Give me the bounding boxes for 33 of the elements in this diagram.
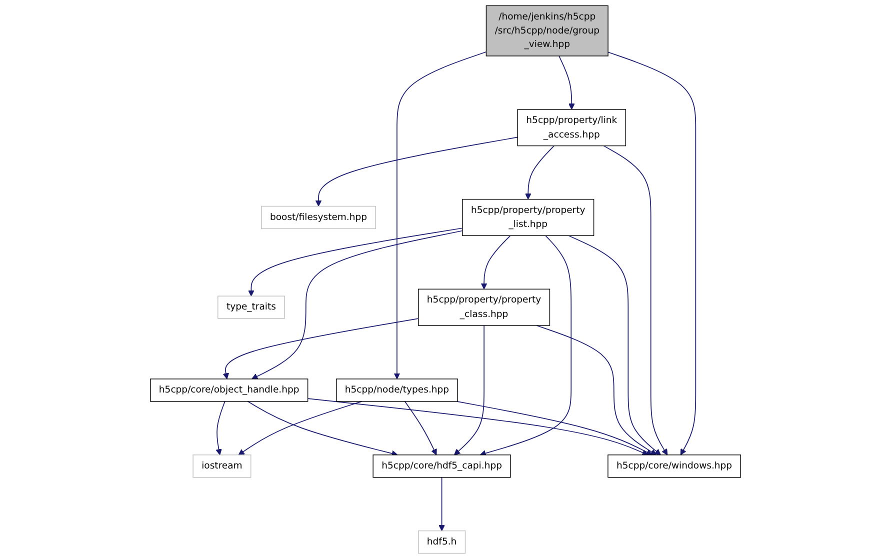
node-box: h5cpp/property/link _access.hpp [517,109,626,146]
arrow [307,398,648,456]
arrow [222,318,419,380]
arrow [456,401,652,456]
node-box: /home/jenkins/h5cpp /src/h5cpp/node/group _view.hpp [486,5,608,56]
arrow [480,235,572,456]
node-box: h5cpp/core/windows.hpp [608,454,741,478]
arrow [454,325,484,456]
node-box: h5cpp/property/property _list.hpp [462,198,594,236]
node-box: type_traits [218,296,285,319]
arrow [248,228,463,296]
node-box: iostream [192,454,252,478]
arrow [247,401,398,457]
node-box: hdf5.h [418,530,466,554]
arrow [438,476,445,532]
node-box: h5cpp/core/object_handle.hpp [150,378,308,402]
node-box: boost/filesystem.hpp [261,206,376,230]
arrow [524,145,554,200]
arrow [216,401,226,456]
node-box: h5cpp/node/types.hpp [336,378,458,402]
arrow [252,230,463,380]
arrow [238,401,362,456]
arrow [315,136,518,207]
arrow [558,56,575,110]
arrow [394,51,487,380]
arrow [480,235,511,290]
arrow [568,235,661,456]
node-box: h5cpp/core/hdf5_capi.hpp [372,454,511,478]
arrow [404,401,437,456]
arrow [603,145,668,456]
arrow [608,52,696,456]
arrow [536,325,657,456]
node-box: h5cpp/property/property _class.hpp [418,288,550,326]
